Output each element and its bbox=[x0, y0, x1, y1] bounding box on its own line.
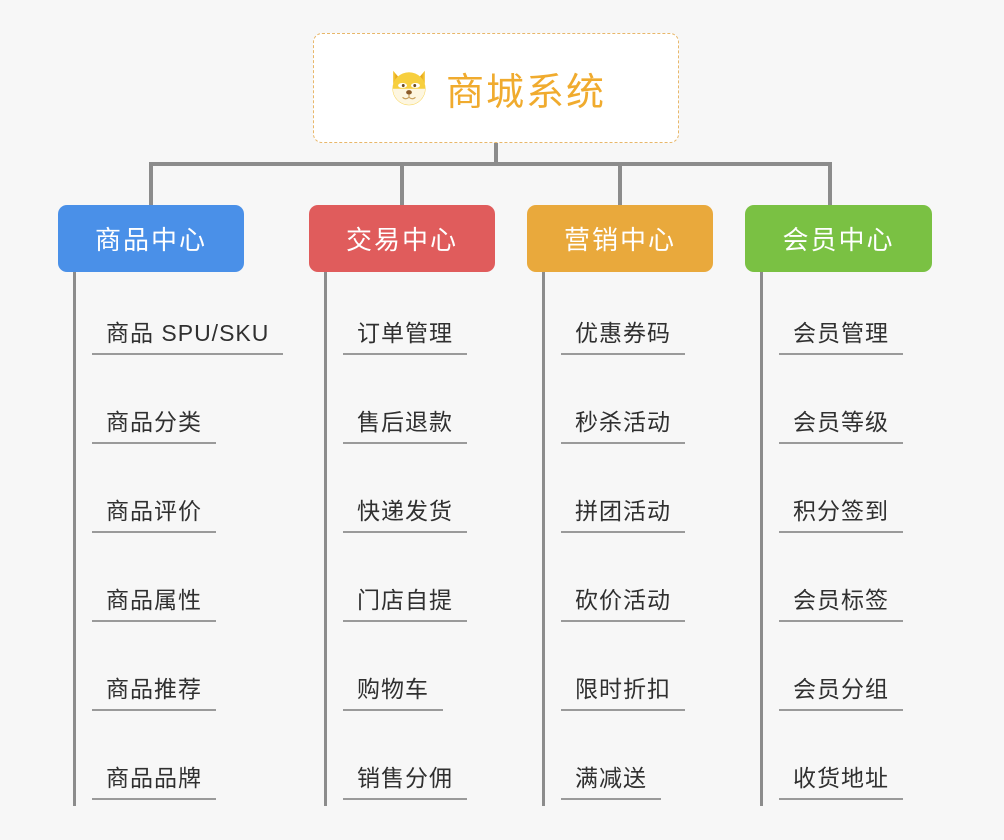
category-box-1[interactable]: 交易中心 bbox=[309, 205, 495, 272]
leaf-label: 商品品牌 bbox=[92, 765, 216, 800]
leaf-list-1: 订单管理 售后退款 快递发货 门店自提 购物车 销售分佣 bbox=[324, 272, 524, 806]
list-item[interactable]: 商品推荐 bbox=[92, 628, 305, 717]
list-item[interactable]: 订单管理 bbox=[343, 272, 524, 361]
leaf-label: 拼团活动 bbox=[561, 498, 685, 533]
leaf-label: 优惠券码 bbox=[561, 320, 685, 355]
leaf-label: 砍价活动 bbox=[561, 587, 685, 622]
leaf-label: 快递发货 bbox=[343, 498, 467, 533]
branch-column-0: 商品中心 商品 SPU/SKU 商品分类 商品评价 商品属性 商品推荐 商品品牌 bbox=[58, 205, 290, 806]
branch-column-2: 营销中心 优惠券码 秒杀活动 拼团活动 砍价活动 限时折扣 满减送 bbox=[527, 205, 727, 806]
leaf-label: 积分签到 bbox=[779, 498, 903, 533]
category-label-3: 会员中心 bbox=[782, 225, 895, 255]
list-item[interactable]: 商品品牌 bbox=[92, 717, 305, 806]
connector-horizontal-bar bbox=[149, 162, 832, 166]
category-box-3[interactable]: 会员中心 bbox=[745, 205, 932, 272]
leaf-label: 购物车 bbox=[343, 676, 443, 711]
list-item[interactable]: 快递发货 bbox=[343, 450, 524, 539]
list-item[interactable]: 优惠券码 bbox=[561, 272, 742, 361]
list-item[interactable]: 积分签到 bbox=[779, 450, 960, 539]
leaf-label: 会员管理 bbox=[779, 320, 903, 355]
shiba-dog-icon bbox=[386, 65, 432, 111]
leaf-label: 会员分组 bbox=[779, 676, 903, 711]
connector-drop-3 bbox=[828, 162, 832, 206]
leaf-label: 商品评价 bbox=[92, 498, 216, 533]
list-item[interactable]: 限时折扣 bbox=[561, 628, 742, 717]
category-label-1: 交易中心 bbox=[345, 225, 458, 255]
leaf-label: 商品 SPU/SKU bbox=[92, 320, 284, 355]
list-item[interactable]: 会员分组 bbox=[779, 628, 960, 717]
leaf-list-2: 优惠券码 秒杀活动 拼团活动 砍价活动 限时折扣 满减送 bbox=[542, 272, 742, 806]
category-label-2: 营销中心 bbox=[563, 225, 676, 255]
branch-column-3: 会员中心 会员管理 会员等级 积分签到 会员标签 会员分组 收货地址 bbox=[745, 205, 945, 806]
list-item[interactable]: 砍价活动 bbox=[561, 539, 742, 628]
category-box-2[interactable]: 营销中心 bbox=[527, 205, 713, 272]
leaf-label: 满减送 bbox=[561, 765, 661, 800]
list-item[interactable]: 收货地址 bbox=[779, 717, 960, 806]
list-item[interactable]: 会员管理 bbox=[779, 272, 960, 361]
leaf-label: 商品属性 bbox=[92, 587, 216, 622]
list-item[interactable]: 拼团活动 bbox=[561, 450, 742, 539]
list-item[interactable]: 秒杀活动 bbox=[561, 361, 742, 450]
branch-columns: 商品中心 商品 SPU/SKU 商品分类 商品评价 商品属性 商品推荐 商品品牌… bbox=[0, 205, 1004, 840]
connector-drop-2 bbox=[618, 162, 622, 206]
leaf-label: 售后退款 bbox=[343, 409, 467, 444]
list-item[interactable]: 商品 SPU/SKU bbox=[92, 272, 305, 361]
category-box-0[interactable]: 商品中心 bbox=[58, 205, 244, 272]
category-label-0: 商品中心 bbox=[94, 225, 207, 255]
connector-drop-0 bbox=[149, 162, 153, 206]
leaf-list-3: 会员管理 会员等级 积分签到 会员标签 会员分组 收货地址 bbox=[760, 272, 960, 806]
list-item[interactable]: 购物车 bbox=[343, 628, 524, 717]
list-item[interactable]: 会员等级 bbox=[779, 361, 960, 450]
list-item[interactable]: 门店自提 bbox=[343, 539, 524, 628]
leaf-label: 订单管理 bbox=[343, 320, 467, 355]
leaf-list-0: 商品 SPU/SKU 商品分类 商品评价 商品属性 商品推荐 商品品牌 bbox=[73, 272, 305, 806]
branch-column-1: 交易中心 订单管理 售后退款 快递发货 门店自提 购物车 销售分佣 bbox=[309, 205, 509, 806]
connector-drop-1 bbox=[400, 162, 404, 206]
leaf-label: 收货地址 bbox=[779, 765, 903, 800]
leaf-label: 会员等级 bbox=[779, 409, 903, 444]
leaf-label: 会员标签 bbox=[779, 587, 903, 622]
list-item[interactable]: 商品属性 bbox=[92, 539, 305, 628]
list-item[interactable]: 满减送 bbox=[561, 717, 742, 806]
connector-root-stub bbox=[494, 143, 498, 165]
list-item[interactable]: 销售分佣 bbox=[343, 717, 524, 806]
root-title: 商城系统 bbox=[445, 71, 606, 114]
list-item[interactable]: 售后退款 bbox=[343, 361, 524, 450]
leaf-label: 门店自提 bbox=[343, 587, 467, 622]
leaf-label: 商品推荐 bbox=[92, 676, 216, 711]
root-node[interactable]: 商城系统 bbox=[313, 33, 679, 143]
list-item[interactable]: 商品分类 bbox=[92, 361, 305, 450]
leaf-label: 秒杀活动 bbox=[561, 409, 685, 444]
leaf-label: 商品分类 bbox=[92, 409, 216, 444]
leaf-label: 限时折扣 bbox=[561, 676, 685, 711]
list-item[interactable]: 会员标签 bbox=[779, 539, 960, 628]
list-item[interactable]: 商品评价 bbox=[92, 450, 305, 539]
leaf-label: 销售分佣 bbox=[343, 765, 467, 800]
